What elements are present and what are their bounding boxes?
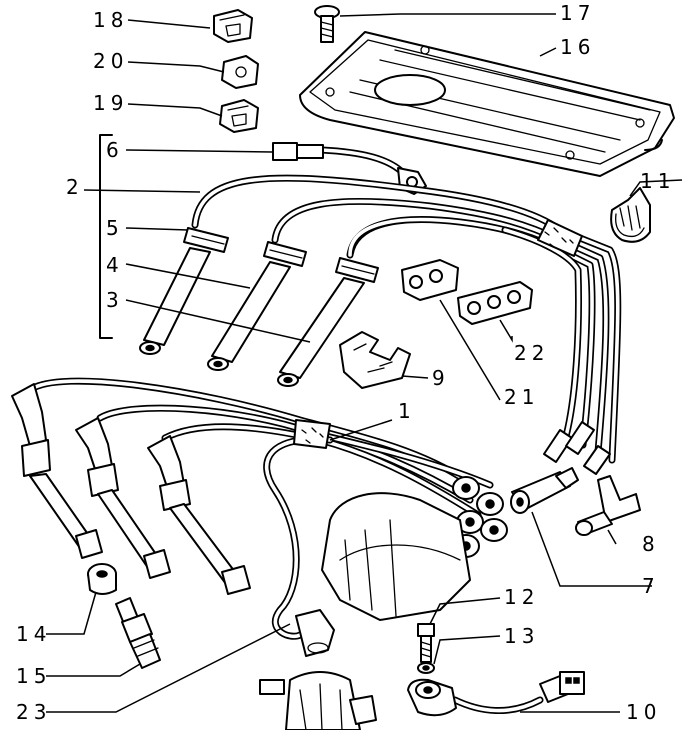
group-bracket	[99, 134, 113, 339]
part-20-cable-clip	[221, 55, 259, 89]
part-10-knock-sensor	[407, 671, 585, 717]
part-21-cable-spacer	[401, 259, 459, 301]
callout-14: 14	[16, 622, 51, 646]
callout-9: 9	[432, 366, 450, 390]
part-3-ignition-lead	[277, 257, 379, 387]
part-11-hose-clamp	[610, 187, 651, 243]
callout-6: 6	[106, 138, 124, 162]
callout-10: 10	[626, 700, 661, 724]
part-13-washer	[417, 662, 435, 674]
part-14-spark-plug-boot	[87, 563, 117, 595]
callout-16: 16	[560, 35, 595, 59]
ignition-coil	[259, 671, 377, 730]
part-22-cable-spacer	[457, 281, 533, 325]
part-19-cable-clip	[219, 99, 259, 133]
distributor-cap	[321, 492, 471, 621]
callout-20: 20	[93, 49, 128, 73]
part-9-lead-holder	[339, 331, 411, 389]
callout-4: 4	[106, 253, 124, 277]
part-17-screw	[314, 5, 340, 43]
callout-12: 12	[504, 585, 539, 609]
callout-17: 17	[560, 1, 595, 25]
callout-8: 8	[642, 532, 660, 556]
part-1-lower-harness	[26, 377, 508, 640]
part-7-coil-connector	[510, 467, 579, 514]
callout-22: 22	[514, 341, 549, 365]
leader-lines	[46, 13, 683, 713]
callout-23: 23	[16, 700, 51, 724]
callout-7: 7	[642, 574, 660, 598]
callout-2: 2	[66, 175, 84, 199]
callout-18: 18	[93, 8, 128, 32]
part-2-upper-harness	[191, 174, 622, 475]
part-23-coil-lead-connector	[295, 609, 335, 657]
callout-13: 13	[504, 624, 539, 648]
callout-21: 21	[504, 385, 539, 409]
callout-labels: 18 20 19 17 16 6 2 5 4 3 11 22 21 9 1 8 …	[16, 1, 675, 724]
part-16-cover-plate	[299, 31, 675, 177]
part-15-spark-plug	[115, 597, 161, 669]
lower-spark-plug-lead-2	[75, 417, 171, 579]
part-5-ignition-lead	[139, 227, 229, 355]
callout-3: 3	[106, 288, 124, 312]
part-12-bolt	[417, 623, 435, 663]
callout-5: 5	[106, 216, 124, 240]
callout-19: 19	[93, 91, 128, 115]
part-8-bracket	[575, 475, 641, 536]
callout-1: 1	[398, 399, 416, 423]
callout-15: 15	[16, 664, 51, 688]
lower-spark-plug-lead-3	[147, 435, 251, 595]
callout-11: 11	[640, 169, 675, 193]
part-18-cable-clip	[213, 9, 253, 43]
lower-spark-plug-lead-1	[11, 383, 103, 559]
part-4-ignition-lead	[207, 241, 307, 371]
